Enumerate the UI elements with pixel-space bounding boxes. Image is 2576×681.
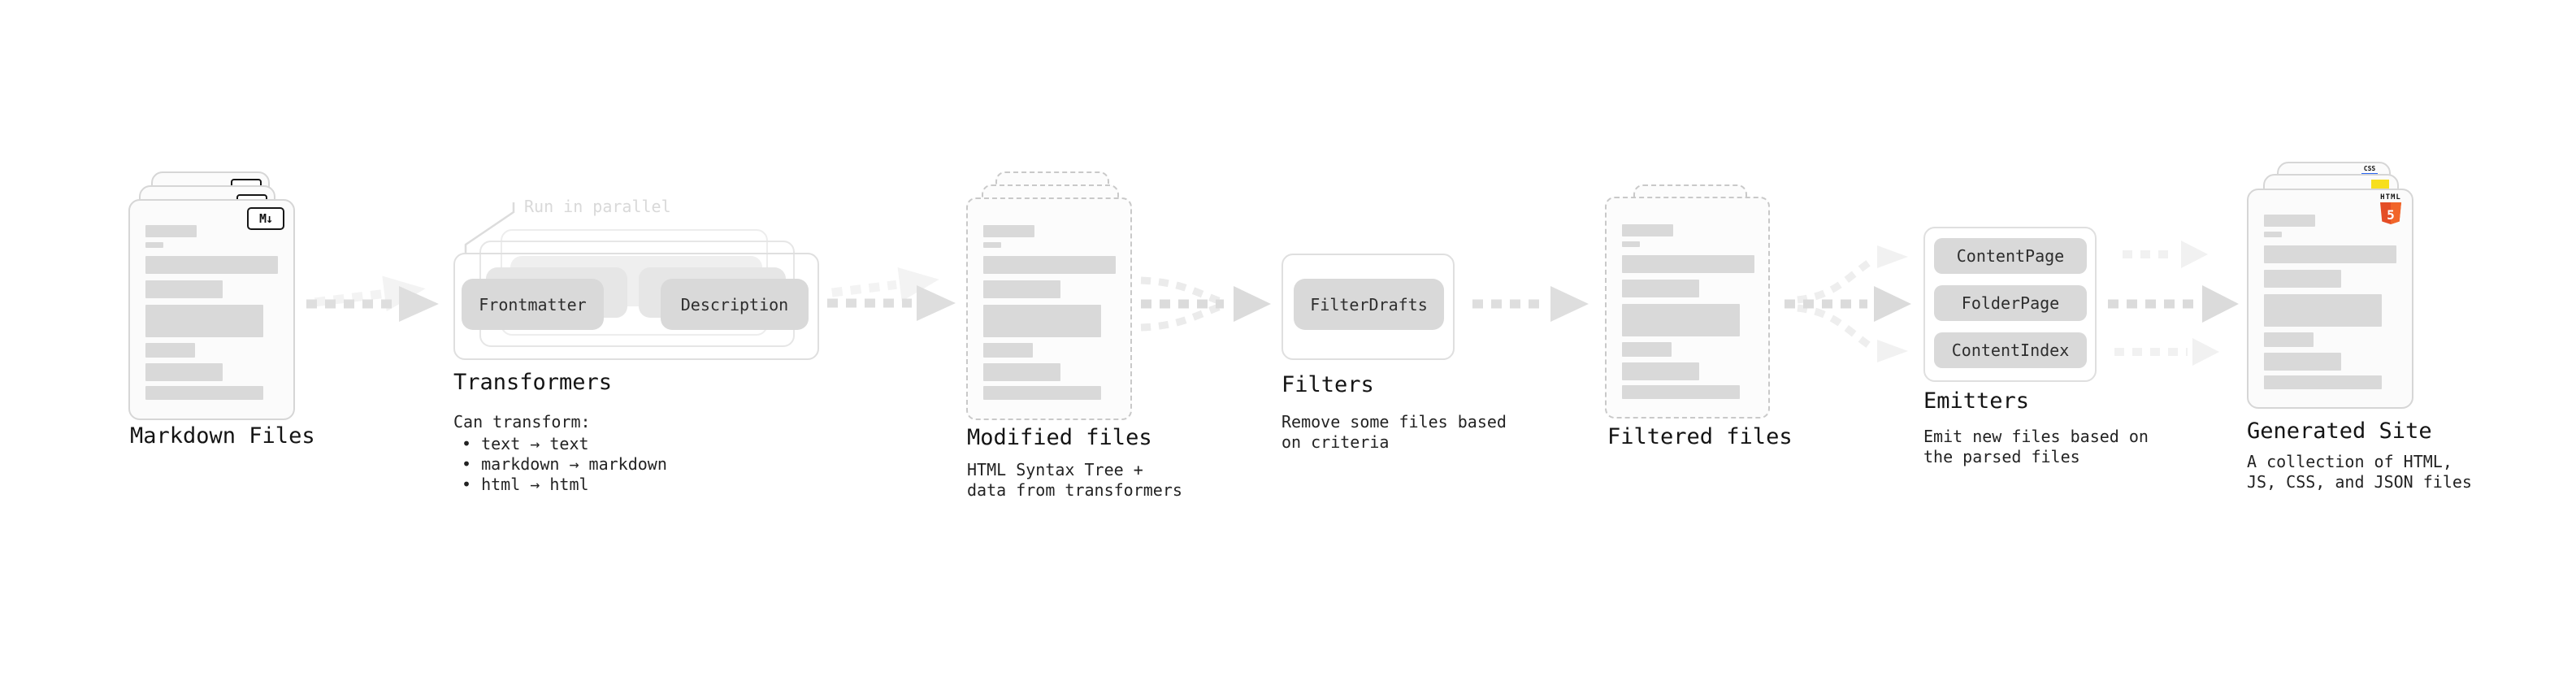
text-line-bar bbox=[145, 242, 163, 248]
text-line-bar bbox=[1622, 241, 1640, 247]
arrow-filters-to-filtered bbox=[1472, 286, 1589, 322]
text-line-bar bbox=[2264, 270, 2341, 288]
text-line-bar bbox=[145, 343, 195, 358]
text-line-bar bbox=[1622, 304, 1740, 336]
text-line-bar bbox=[983, 225, 1034, 237]
text-line-bar bbox=[145, 280, 223, 298]
stage-title-transformers: Transformers bbox=[453, 370, 613, 395]
filters-desc: Remove some files based on criteria bbox=[1281, 412, 1507, 452]
transformer-box-description: Description bbox=[661, 279, 809, 330]
modified-files-desc: HTML Syntax Tree + data from transformer… bbox=[967, 460, 1182, 500]
text-line-bar bbox=[983, 343, 1033, 358]
text-line-bar bbox=[145, 363, 223, 381]
text-line-bar bbox=[2264, 332, 2314, 347]
stage-title-filters: Filters bbox=[1281, 372, 1374, 397]
text-line-bar bbox=[1622, 342, 1672, 357]
generated-site-desc: A collection of HTML, JS, CSS, and JSON … bbox=[2247, 452, 2472, 492]
transformer-box-frontmatter: Frontmatter bbox=[462, 279, 604, 330]
file-text-bars bbox=[2264, 215, 2396, 389]
emitter-box-contentindex: ContentIndex bbox=[1934, 332, 2087, 368]
ghost-arrow bbox=[314, 275, 426, 312]
modified-file-card-front bbox=[966, 197, 1132, 420]
html5-shield: 5 bbox=[2380, 202, 2401, 224]
emitter-box-label: FolderPage bbox=[1961, 293, 2060, 313]
bullet-item: • html → html bbox=[462, 475, 589, 494]
markdown-icon: M↓ bbox=[247, 207, 284, 230]
filtered-file-card-front bbox=[1605, 197, 1770, 419]
text-line-bar bbox=[983, 386, 1101, 400]
transformers-bullet-list: • text → text• markdown → markdown• html… bbox=[462, 434, 667, 495]
transformer-layer-front bbox=[453, 253, 819, 360]
emitter-box-label: ContentIndex bbox=[1951, 340, 2070, 360]
emitter-box-folderpage: FolderPage bbox=[1934, 285, 2087, 321]
text-line-bar bbox=[983, 256, 1116, 274]
text-line-bar bbox=[1622, 362, 1699, 380]
file-text-bars bbox=[145, 225, 278, 400]
arrow-modified-to-filters bbox=[1140, 276, 1271, 332]
filter-box-label: FilterDrafts bbox=[1310, 294, 1428, 314]
text-line-bar bbox=[145, 305, 263, 337]
text-line-bar bbox=[1622, 385, 1740, 399]
html5-icon-number: 5 bbox=[2387, 207, 2395, 223]
emitters-desc: Emit new files based on the parsed files bbox=[1923, 427, 2149, 466]
html5-icon: HTML 5 bbox=[2379, 194, 2403, 228]
css-icon-label: CSS bbox=[2363, 165, 2376, 172]
text-line-bar bbox=[145, 225, 197, 237]
text-line-bar bbox=[145, 256, 278, 274]
emitter-box-contentpage: ContentPage bbox=[1934, 238, 2087, 274]
text-line-bar bbox=[983, 363, 1060, 381]
html5-icon-label: HTML bbox=[2380, 193, 2401, 202]
text-line-bar bbox=[983, 305, 1101, 337]
filter-box-filterdrafts: FilterDrafts bbox=[1294, 279, 1444, 330]
emitter-box-label: ContentPage bbox=[1956, 246, 2065, 266]
generated-file-card-front: HTML 5 bbox=[2247, 189, 2413, 409]
arrow-emitters-to-generated bbox=[2108, 241, 2239, 366]
ghost-arrow bbox=[831, 267, 939, 301]
text-line-bar bbox=[983, 242, 1001, 248]
text-line-bar bbox=[145, 386, 263, 400]
text-line-bar bbox=[2264, 294, 2382, 327]
run-in-parallel-note: Run in parallel bbox=[524, 197, 671, 216]
stage-title-generated-site: Generated Site bbox=[2247, 419, 2432, 444]
markdown-file-card-front: M↓ bbox=[128, 199, 295, 420]
arrow-filtered-to-emitters bbox=[1785, 245, 1911, 362]
transformer-box-label: Description bbox=[680, 294, 789, 314]
text-line-bar bbox=[2264, 215, 2315, 227]
stage-title-emitters: Emitters bbox=[1923, 388, 2030, 414]
text-line-bar bbox=[983, 280, 1060, 298]
arrow-transformers-to-modified bbox=[827, 267, 956, 321]
transformer-box-label: Frontmatter bbox=[479, 294, 587, 314]
stage-title-modified-files: Modified files bbox=[967, 425, 1152, 450]
text-line-bar bbox=[1622, 280, 1699, 297]
text-line-bar bbox=[2264, 245, 2396, 263]
stage-title-markdown-files: Markdown Files bbox=[130, 423, 315, 449]
transformers-desc-heading: Can transform: bbox=[453, 412, 591, 432]
stage-title-filtered-files: Filtered files bbox=[1607, 424, 1793, 449]
file-text-bars bbox=[1622, 224, 1754, 399]
text-line-bar bbox=[2264, 375, 2382, 389]
text-line-bar bbox=[2264, 353, 2341, 371]
text-line-bar bbox=[2264, 232, 2282, 237]
bullet-item: • text → text bbox=[462, 434, 589, 453]
markdown-icon-label: M↓ bbox=[258, 211, 273, 226]
text-line-bar bbox=[1622, 255, 1754, 273]
arrow-markdown-to-transformers bbox=[306, 275, 439, 322]
file-text-bars bbox=[983, 225, 1116, 400]
bullet-item: • markdown → markdown bbox=[462, 454, 667, 474]
text-line-bar bbox=[1622, 224, 1673, 236]
